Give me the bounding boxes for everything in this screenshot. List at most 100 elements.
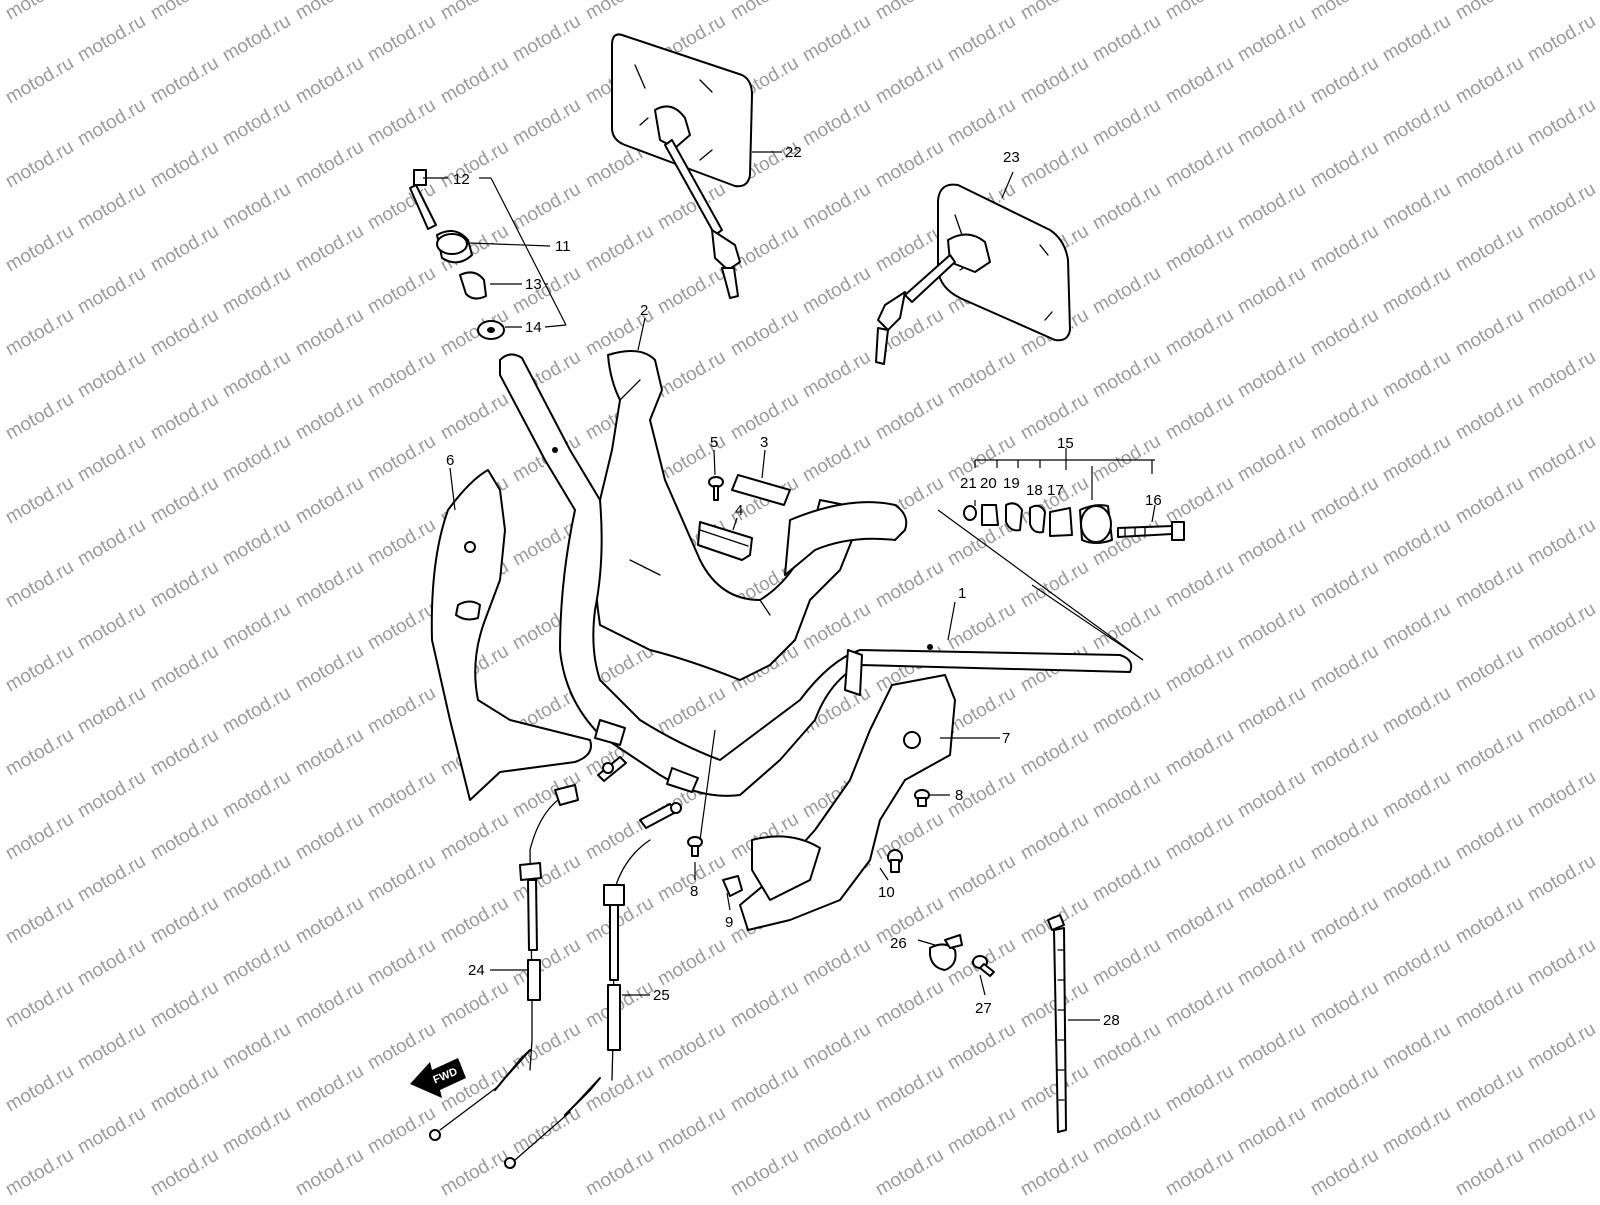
watermark-text: motod.ru bbox=[1379, 1103, 1454, 1159]
watermark-text: motod.ru bbox=[1524, 1103, 1599, 1159]
watermark-text: motod.ru bbox=[1307, 1061, 1382, 1117]
watermark-text: motod.ru bbox=[582, 221, 657, 277]
watermark-text: motod.ru bbox=[872, 809, 947, 865]
watermark-text: motod.ru bbox=[1379, 599, 1454, 655]
watermark-text: motod.ru bbox=[1089, 263, 1164, 319]
watermark-text: motod.ru bbox=[1234, 767, 1309, 823]
watermark-text: motod.ru bbox=[1234, 11, 1309, 67]
callout-22: 22 bbox=[785, 144, 802, 161]
watermark-text: motod.ru bbox=[1307, 809, 1382, 865]
watermark-text: motod.ru bbox=[1307, 137, 1382, 193]
watermark-text: motod.ru bbox=[1017, 0, 1092, 24]
watermark-text: motod.ru bbox=[2, 0, 77, 24]
watermark-text: motod.ru bbox=[2, 53, 77, 109]
watermark-text: motod.ru bbox=[509, 11, 584, 67]
callout-26: 26 bbox=[890, 935, 907, 952]
callout-17: 17 bbox=[1047, 482, 1064, 499]
watermark-text: motod.ru bbox=[1452, 473, 1527, 529]
fwd-arrow: FWD bbox=[410, 1058, 466, 1098]
watermark-text: motod.ru bbox=[147, 977, 222, 1033]
right-lower-cover bbox=[739, 674, 956, 931]
callout-labels: 1 2 3 4 5 6 7 8 8 9 10 11 12 13 14 15 16… bbox=[446, 144, 1162, 1029]
watermark-text: motod.ru bbox=[1379, 347, 1454, 403]
watermark-text: motod.ru bbox=[509, 179, 584, 235]
watermark-text: motod.ru bbox=[872, 1061, 947, 1117]
watermark-text: motod.ru bbox=[292, 893, 367, 949]
watermark-text: motod.ru bbox=[437, 1145, 512, 1200]
watermark-text: motod.ru bbox=[727, 305, 802, 361]
watermark-text: motod.ru bbox=[364, 935, 439, 991]
watermark-text: motod.ru bbox=[2, 305, 77, 361]
callout-1: 1 bbox=[958, 585, 966, 602]
watermark-text: motod.ru bbox=[654, 263, 729, 319]
watermark-text: motod.ru bbox=[872, 1145, 947, 1200]
watermark-text: motod.ru bbox=[1452, 977, 1527, 1033]
watermark-text: motod.ru bbox=[147, 557, 222, 613]
watermark-text: motod.ru bbox=[509, 935, 584, 991]
watermark-text: motod.ru bbox=[799, 179, 874, 235]
watermark-text: motod.ru bbox=[74, 935, 149, 991]
watermark-text: motod.ru bbox=[799, 11, 874, 67]
callout-15: 15 bbox=[1057, 435, 1074, 452]
watermark-text: motod.ru bbox=[364, 347, 439, 403]
callout-14: 14 bbox=[525, 319, 542, 336]
watermark-text: motod.ru bbox=[219, 683, 294, 739]
watermark-text: motod.ru bbox=[437, 977, 512, 1033]
watermark-text: motod.ru bbox=[74, 1019, 149, 1075]
left-balancer-set bbox=[409, 169, 505, 340]
callout-19: 19 bbox=[1003, 475, 1020, 492]
watermark-text: motod.ru bbox=[292, 725, 367, 781]
watermark-text: motod.ru bbox=[1089, 767, 1164, 823]
watermark-text: motod.ru bbox=[872, 557, 947, 613]
watermark-text: motod.ru bbox=[147, 725, 222, 781]
watermark-text: motod.ru bbox=[582, 0, 657, 24]
watermark-text: motod.ru bbox=[944, 851, 1019, 907]
watermark-text: motod.ru bbox=[727, 221, 802, 277]
watermark-text: motod.ru bbox=[1089, 935, 1164, 991]
watermark-text: motod.ru bbox=[1234, 263, 1309, 319]
watermark-text: motod.ru bbox=[364, 515, 439, 571]
watermark-text: motod.ru bbox=[1379, 11, 1454, 67]
callout-20: 20 bbox=[980, 475, 997, 492]
watermark-text: motod.ru bbox=[1307, 305, 1382, 361]
watermark-text: motod.ru bbox=[872, 53, 947, 109]
watermark-text: motod.ru bbox=[219, 179, 294, 235]
watermark-text: motod.ru bbox=[1524, 431, 1599, 487]
watermark-text: motod.ru bbox=[437, 53, 512, 109]
watermark-text: motod.ru bbox=[364, 263, 439, 319]
watermark-text: motod.ru bbox=[1307, 473, 1382, 529]
watermark-text: motod.ru bbox=[1379, 683, 1454, 739]
watermark-text: motod.ru bbox=[944, 1019, 1019, 1075]
callout-24: 24 bbox=[468, 962, 485, 979]
callout-7: 7 bbox=[1002, 730, 1010, 747]
callout-23: 23 bbox=[1003, 149, 1020, 166]
callout-2: 2 bbox=[640, 302, 648, 319]
screw-5 bbox=[708, 476, 724, 501]
watermark-text: motod.ru bbox=[799, 95, 874, 151]
watermark-text: motod.ru bbox=[1162, 305, 1237, 361]
watermark-text: motod.ru bbox=[292, 809, 367, 865]
watermark-text: motod.ru bbox=[872, 389, 947, 445]
watermark-text: motod.ru bbox=[1524, 683, 1599, 739]
handlebar bbox=[499, 353, 1133, 797]
watermark-text: motod.ru bbox=[1452, 1145, 1527, 1200]
leader-lines bbox=[423, 151, 1156, 1021]
watermark-text: motod.ru bbox=[1089, 683, 1164, 739]
watermark-text: motod.ru bbox=[1524, 515, 1599, 571]
callout-12: 12 bbox=[453, 171, 470, 188]
watermark-text: motod.ru bbox=[1524, 347, 1599, 403]
watermark-text: motod.ru bbox=[292, 53, 367, 109]
watermark-text: motod.ru bbox=[799, 347, 874, 403]
watermark-text: motod.ru bbox=[1379, 515, 1454, 571]
watermark-text: motod.ru bbox=[1379, 851, 1454, 907]
callout-4: 4 bbox=[735, 502, 743, 519]
watermark-text: motod.ru bbox=[1452, 221, 1527, 277]
watermark-text: motod.ru bbox=[1234, 179, 1309, 235]
watermark-text: motod.ru bbox=[2, 221, 77, 277]
callout-16: 16 bbox=[1145, 492, 1162, 509]
mirror-right bbox=[875, 183, 1071, 365]
watermark-text: motod.ru bbox=[1234, 347, 1309, 403]
cover-sticker bbox=[731, 474, 791, 506]
watermark-text: motod.ru bbox=[1307, 53, 1382, 109]
